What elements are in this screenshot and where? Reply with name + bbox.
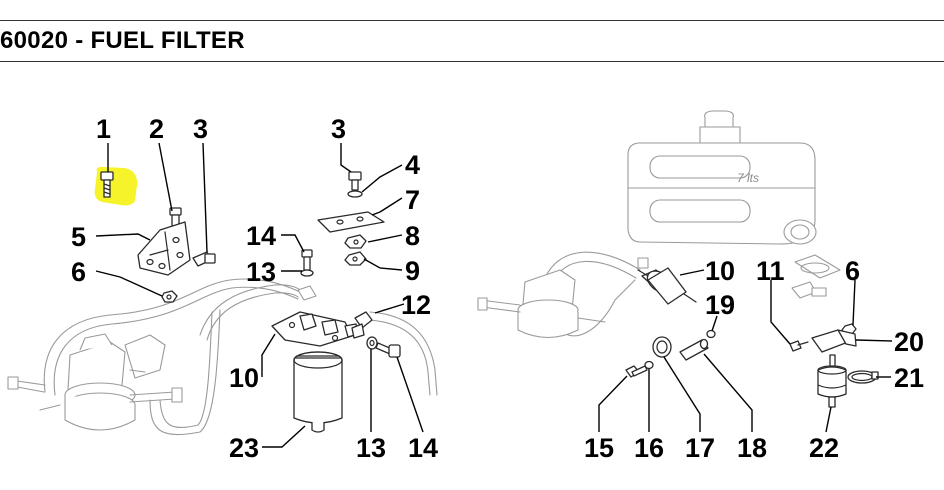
part-5-bracket bbox=[137, 221, 191, 276]
part-13-washer-upper bbox=[300, 269, 314, 277]
part-6-nut-left bbox=[161, 290, 178, 303]
part-13-washer-lower bbox=[366, 336, 378, 350]
callout-13-upper: 13 bbox=[246, 257, 276, 287]
callout-14-lower: 14 bbox=[408, 433, 438, 463]
ghost-fuel-tank: 7 lts bbox=[627, 110, 817, 245]
part-3-bolt-left bbox=[192, 251, 216, 267]
tank-capacity-text: 7 lts bbox=[737, 171, 759, 185]
part-2-bolt bbox=[169, 207, 182, 230]
part-4-washer bbox=[347, 190, 363, 198]
ghost-hose-clip bbox=[297, 285, 317, 301]
part-19-washer bbox=[706, 329, 716, 339]
callout-1: 1 bbox=[96, 114, 111, 144]
callout-3-upper: 3 bbox=[331, 114, 346, 144]
callout-23: 23 bbox=[229, 433, 259, 463]
callout-6-right: 6 bbox=[845, 256, 860, 286]
callout-14-upper: 14 bbox=[246, 221, 276, 251]
part-14-banjo-bolt bbox=[375, 342, 401, 358]
part-9-nut bbox=[344, 251, 367, 266]
callout-12: 12 bbox=[401, 290, 431, 320]
callout-10-right: 10 bbox=[705, 256, 735, 286]
callout-21: 21 bbox=[894, 363, 924, 393]
part-8-nut bbox=[344, 234, 367, 249]
part-16-washer bbox=[644, 360, 654, 370]
part-3-bolt-upper bbox=[348, 171, 362, 191]
part-18-sleeve bbox=[679, 338, 709, 361]
part-23-filter-cartridge bbox=[293, 351, 343, 433]
callout-20: 20 bbox=[894, 327, 924, 357]
ghost-pump-left bbox=[7, 278, 301, 436]
callout-13-lower: 13 bbox=[356, 433, 386, 463]
callout-2: 2 bbox=[149, 114, 164, 144]
part-15-bolt bbox=[625, 365, 648, 378]
callout-22: 22 bbox=[809, 433, 839, 463]
part-11-bracket-ghost bbox=[791, 254, 841, 299]
center-hoses bbox=[199, 284, 438, 396]
title-bar: 60020 - FUEL FILTER bbox=[0, 20, 944, 62]
part-12-fitting bbox=[351, 311, 373, 339]
callout-19: 19 bbox=[705, 290, 735, 320]
callout-17: 17 bbox=[685, 433, 715, 463]
part-14-bolt-upper bbox=[301, 249, 313, 271]
part-21-hose-clamp bbox=[847, 370, 879, 384]
callout-6-left: 6 bbox=[71, 257, 86, 287]
callout-7: 7 bbox=[405, 185, 420, 215]
callout-labels: 1 2 3 5 6 3 4 7 8 9 14 13 12 10 23 13 14… bbox=[71, 114, 924, 463]
part-20-bracket bbox=[811, 329, 857, 353]
part-22-pump-filter bbox=[817, 354, 847, 408]
ghost-pump-right bbox=[477, 251, 649, 338]
callout-10-center: 10 bbox=[229, 363, 259, 393]
leader-lines bbox=[95, 142, 893, 448]
part-7-plate bbox=[317, 211, 385, 233]
callout-5: 5 bbox=[71, 222, 86, 252]
part-10-filter-head bbox=[271, 311, 359, 347]
part-11-bolt bbox=[789, 340, 809, 352]
callout-3-left: 3 bbox=[193, 114, 208, 144]
part-17-clamp bbox=[652, 336, 672, 358]
part-10-inline-filter bbox=[637, 267, 697, 305]
callout-16: 16 bbox=[634, 433, 664, 463]
part-1-bolt bbox=[100, 171, 114, 198]
page-title: 60020 - FUEL FILTER bbox=[0, 27, 245, 54]
callout-9: 9 bbox=[405, 256, 420, 286]
callout-11: 11 bbox=[756, 256, 785, 286]
callout-4: 4 bbox=[405, 150, 420, 180]
callout-15: 15 bbox=[584, 433, 614, 463]
callout-8: 8 bbox=[405, 221, 420, 251]
callout-18: 18 bbox=[737, 433, 767, 463]
